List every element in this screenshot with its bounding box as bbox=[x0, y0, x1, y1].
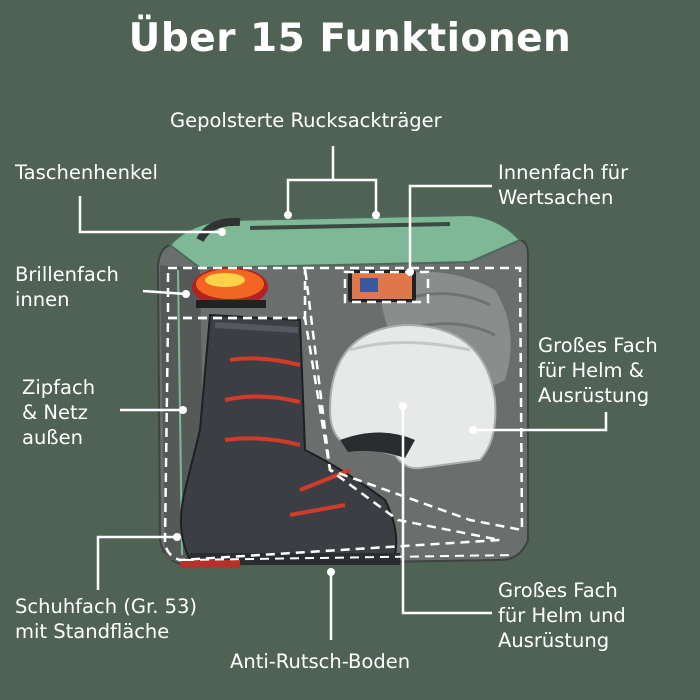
label-helmet-compartment: Großes Fach für Helm & Ausrüstung bbox=[538, 334, 658, 407]
smartphone bbox=[348, 270, 416, 302]
page-title: Über 15 Funktionen bbox=[128, 16, 572, 61]
label-goggles: Brillenfach innen bbox=[15, 263, 119, 311]
callout-dots bbox=[173, 211, 477, 576]
label-shoe-compartment: Schuhfach (Gr. 53) mit Standfläche bbox=[15, 595, 198, 643]
ski-helmet bbox=[328, 323, 497, 470]
ski-goggles bbox=[192, 267, 268, 308]
label-helmet-compartment-2: Großes Fach für Helm und Ausrüstung bbox=[498, 579, 626, 652]
label-anti-slip: Anti-Rutsch-Boden bbox=[230, 650, 411, 673]
callout-lines bbox=[78, 146, 608, 640]
label-zip-net: Zipfach & Netz außen bbox=[22, 376, 96, 449]
label-rucksack-straps: Gepolsterte Rucksackträger bbox=[170, 109, 442, 132]
bag-handle bbox=[196, 217, 241, 243]
label-handle: Taschenhenkel bbox=[15, 161, 158, 184]
label-valuables: Innenfach für Wertsachen bbox=[498, 161, 629, 209]
compartment-outlines bbox=[163, 266, 524, 562]
